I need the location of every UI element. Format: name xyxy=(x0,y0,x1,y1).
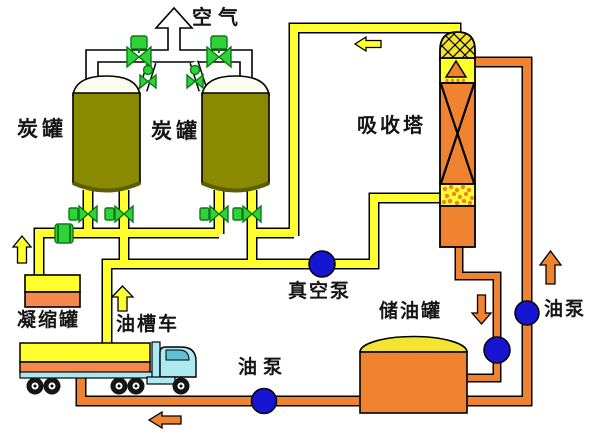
truck-wheels xyxy=(26,377,190,395)
oil-pipe-network xyxy=(75,56,533,407)
tank-bottom-valve-2 xyxy=(104,204,134,224)
label-storage-tank: 储油罐 xyxy=(379,300,443,322)
flow-arrow-up-truck-icon xyxy=(110,285,135,312)
carbon-canister-2 xyxy=(201,75,270,193)
flow-arrow-left-bottom-icon xyxy=(147,410,182,430)
label-carbon-tank-1: 炭罐 xyxy=(17,117,67,141)
label-condensation-tank: 凝缩罐 xyxy=(17,309,81,331)
oil-storage-tank xyxy=(359,335,468,414)
carbon-canister-1 xyxy=(72,75,141,193)
flow-arrow-left-top-icon xyxy=(353,35,382,53)
tank-bottom-valve-4 xyxy=(232,204,262,224)
tank-top-valve-1 xyxy=(139,64,157,90)
tower-random-packing xyxy=(441,184,475,206)
vent-valve-1 xyxy=(126,35,152,69)
flow-arrow-up-right-icon xyxy=(538,249,563,285)
condensation-tank xyxy=(24,274,81,308)
label-tank-truck: 油槽车 xyxy=(116,313,180,335)
tank-bottom-valve-1 xyxy=(68,204,98,224)
label-absorption-tower: 吸收塔 xyxy=(357,113,426,137)
absorption-tower xyxy=(439,31,476,248)
tanker-truck xyxy=(19,341,197,395)
vacuum-pump xyxy=(308,250,336,278)
air-arrow-icon xyxy=(85,6,253,85)
inline-valve xyxy=(54,223,74,244)
oil-pump-truck-line xyxy=(250,387,278,415)
flow-arrow-up-left-icon xyxy=(11,234,33,264)
oil-pump-tower-drain xyxy=(483,336,511,364)
label-vacuum-pump: 真空泵 xyxy=(288,280,352,302)
truck-window xyxy=(165,349,190,361)
tank-top-valve-2 xyxy=(186,64,204,90)
label-air: 空气 xyxy=(192,5,244,29)
label-oil-pump-tower: 油泵 xyxy=(544,298,587,320)
label-oil-pump-truck: 油泵 xyxy=(238,356,289,378)
truck-chassis xyxy=(19,371,169,379)
label-carbon-tank-2: 炭罐 xyxy=(151,119,201,143)
flow-arrow-down-icon xyxy=(470,294,493,325)
oil-pump-riser xyxy=(514,300,540,326)
vent-valve-2 xyxy=(206,35,232,69)
air-vent-pipe xyxy=(85,6,253,85)
tank-bottom-valve-3 xyxy=(199,204,229,224)
tower-spray-nozzle xyxy=(444,59,468,78)
